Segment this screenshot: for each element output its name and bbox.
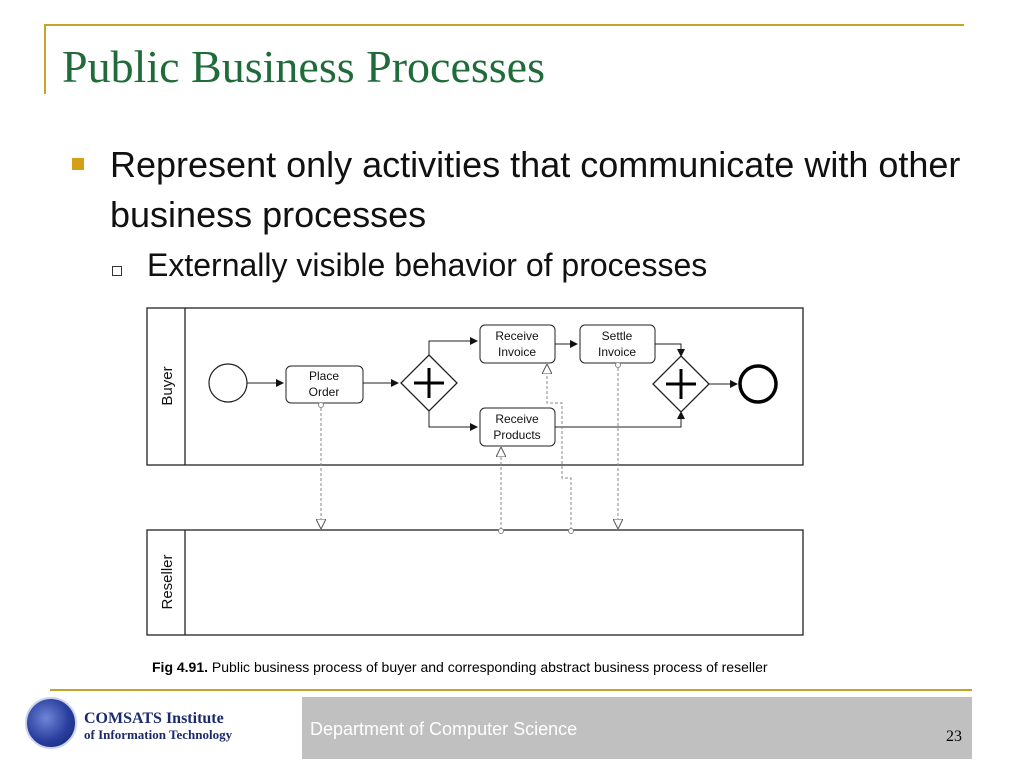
- comsats-logo-icon: [25, 697, 77, 749]
- sequence-flow: [428, 337, 478, 355]
- left-border-line: [44, 24, 46, 94]
- department-name: Department of Computer Science: [310, 719, 578, 739]
- start-event: [208, 363, 248, 403]
- place-order-line2: Order: [309, 385, 340, 399]
- figure-caption: Fig 4.91. Public business process of buy…: [152, 659, 812, 676]
- bullet-text-1: Represent only activities that communica…: [110, 144, 961, 235]
- sequence-flow: [428, 411, 478, 431]
- receive-products-line2: Products: [493, 428, 540, 442]
- settle-invoice-line2: Invoice: [598, 345, 636, 359]
- receive-products-line1: Receive: [495, 412, 539, 426]
- reseller-pool: [146, 529, 804, 636]
- settle-invoice-line1: Settle: [602, 329, 633, 343]
- sequence-flow: [655, 343, 685, 357]
- slide-title: Public Business Processes: [62, 41, 545, 92]
- caption-label: Fig 4.91.: [152, 659, 209, 675]
- page-number: 23: [946, 728, 962, 745]
- receive-invoice-line1: Receive: [495, 329, 539, 343]
- footer-department-box: Department of Computer Science: [302, 697, 972, 759]
- institute-name: COMSATS Institute of Information Technol…: [84, 710, 232, 742]
- institute-name-line1: COMSATS Institute: [84, 710, 224, 727]
- end-event: [738, 364, 778, 404]
- caption-text: Public business process of buyer and cor…: [208, 659, 768, 675]
- institute-name-line2: of Information Technology: [84, 727, 233, 742]
- footer-divider: [50, 689, 972, 691]
- top-border-line: [44, 24, 964, 26]
- receive-invoice-line2: Invoice: [498, 345, 536, 359]
- buyer-lane-label: Buyer: [159, 366, 176, 405]
- square-bullet-icon: [72, 158, 84, 170]
- sequence-flow: [555, 411, 685, 428]
- hollow-square-bullet-icon: [112, 266, 122, 276]
- message-flow-invoice: [547, 365, 572, 530]
- bullet-text-2: Externally visible behavior of processes: [147, 247, 708, 283]
- place-order-line1: Place: [309, 369, 339, 383]
- reseller-lane-label: Reseller: [159, 554, 176, 609]
- task-place-order: [285, 365, 364, 404]
